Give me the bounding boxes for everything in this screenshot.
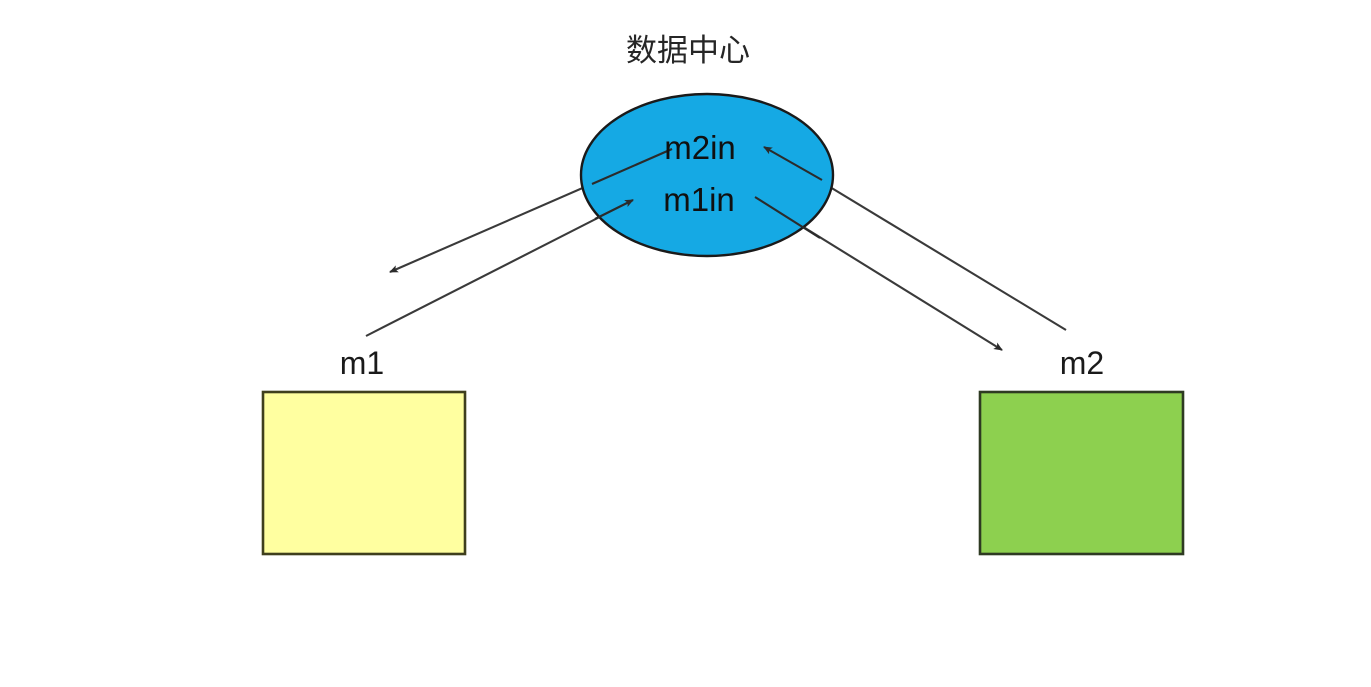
m1-label: m1 <box>340 345 384 381</box>
node-datacenter[interactable] <box>579 92 835 258</box>
datacenter-title: 数据中心 <box>626 33 750 69</box>
m2-rect[interactable] <box>978 390 1185 556</box>
edge-m1-to-m1in-stub <box>594 199 634 220</box>
edge-center-to-m1-side-stub <box>591 148 673 185</box>
m2-label: m2 <box>1060 345 1104 381</box>
edge-center-to-m2-stub <box>754 196 821 239</box>
port-label-m1in: m1in <box>663 181 735 218</box>
port-label-m2in: m2in <box>664 129 736 166</box>
node-m2[interactable] <box>978 390 1185 556</box>
node-m1[interactable] <box>261 390 467 556</box>
m1-rect[interactable] <box>261 390 467 556</box>
edge-m1-to-m1in[interactable] <box>365 199 634 337</box>
datacenter-ellipse[interactable] <box>579 92 835 258</box>
edge-m2-to-m2in-stub <box>763 146 823 181</box>
edge-overlay-layer <box>591 146 823 239</box>
